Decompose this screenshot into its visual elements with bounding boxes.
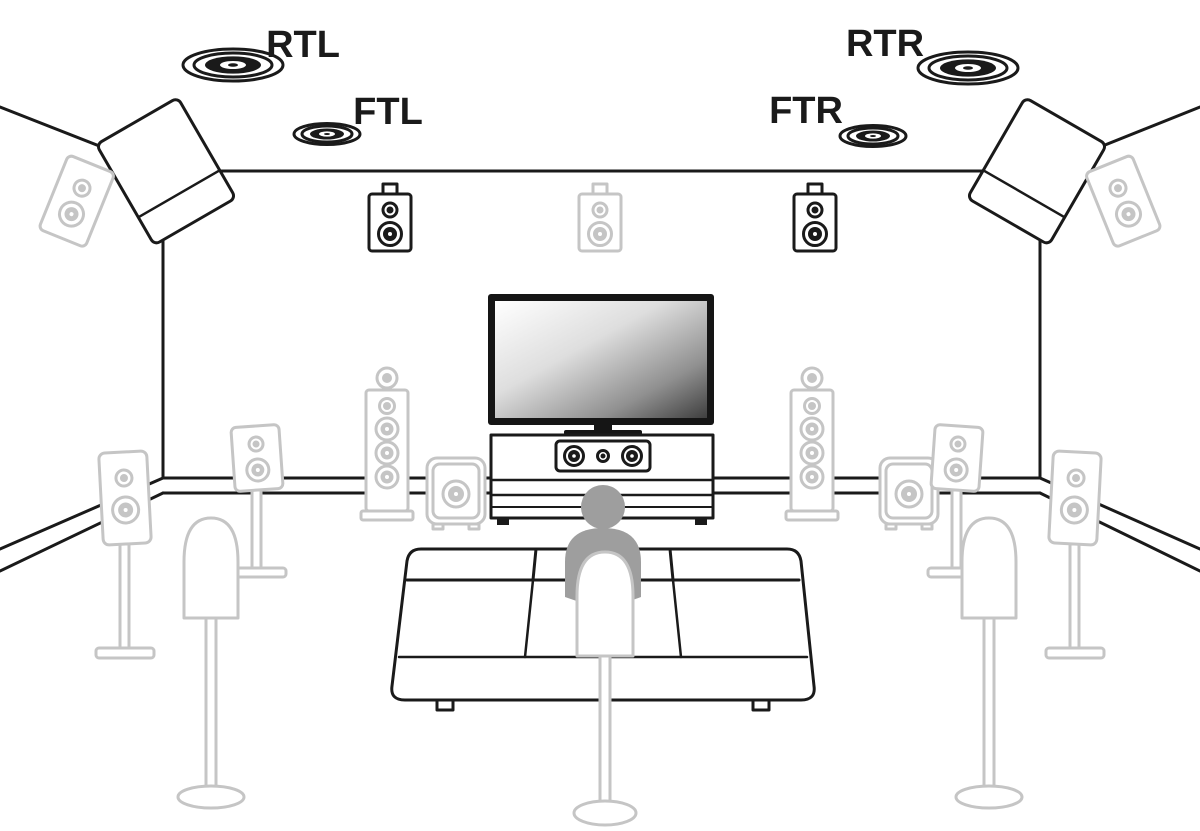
- tv-screen: [495, 301, 707, 418]
- front-height-speaker-right-icon: [792, 182, 838, 253]
- floor-speaker-front-right-icon: [784, 366, 840, 522]
- center-speaker-icon: [554, 439, 652, 473]
- subwoofer-left-icon: [425, 456, 487, 531]
- surround-speaker-right-icon: [1044, 449, 1106, 660]
- bookshelf-speaker-left-icon: [226, 423, 288, 579]
- surround-speaker-left-icon: [94, 449, 156, 660]
- rear-speaker-left-icon: [176, 516, 246, 810]
- front-top-right-ceiling-speaker-icon: [838, 124, 908, 148]
- rear-center-speaker-icon: [572, 550, 638, 827]
- subwoofer-right-icon: [878, 456, 940, 531]
- label-rtl: RTL: [266, 24, 340, 66]
- label-ftr: FTR: [769, 90, 843, 132]
- side-height-speaker-right-icon: [1085, 154, 1162, 248]
- front-height-speaker-center-icon: [577, 182, 623, 253]
- rear-top-left-ceiling-speaker-icon: [181, 47, 285, 83]
- tv-stand-neck: [594, 425, 612, 431]
- rear-speaker-right-icon: [954, 516, 1024, 810]
- label-ftl: FTL: [353, 91, 423, 133]
- side-height-speaker-left-icon: [38, 154, 115, 248]
- front-height-speaker-left-icon: [367, 182, 413, 253]
- floor-speaker-front-left-icon: [359, 366, 415, 522]
- front-top-left-ceiling-speaker-icon: [292, 122, 362, 146]
- label-rtr: RTR: [846, 23, 924, 65]
- upper-corner-speaker-left-icon: [96, 98, 236, 245]
- upper-corner-speaker-right-icon: [967, 98, 1107, 245]
- rear-top-right-ceiling-speaker-icon: [916, 50, 1020, 86]
- tv: [488, 294, 714, 435]
